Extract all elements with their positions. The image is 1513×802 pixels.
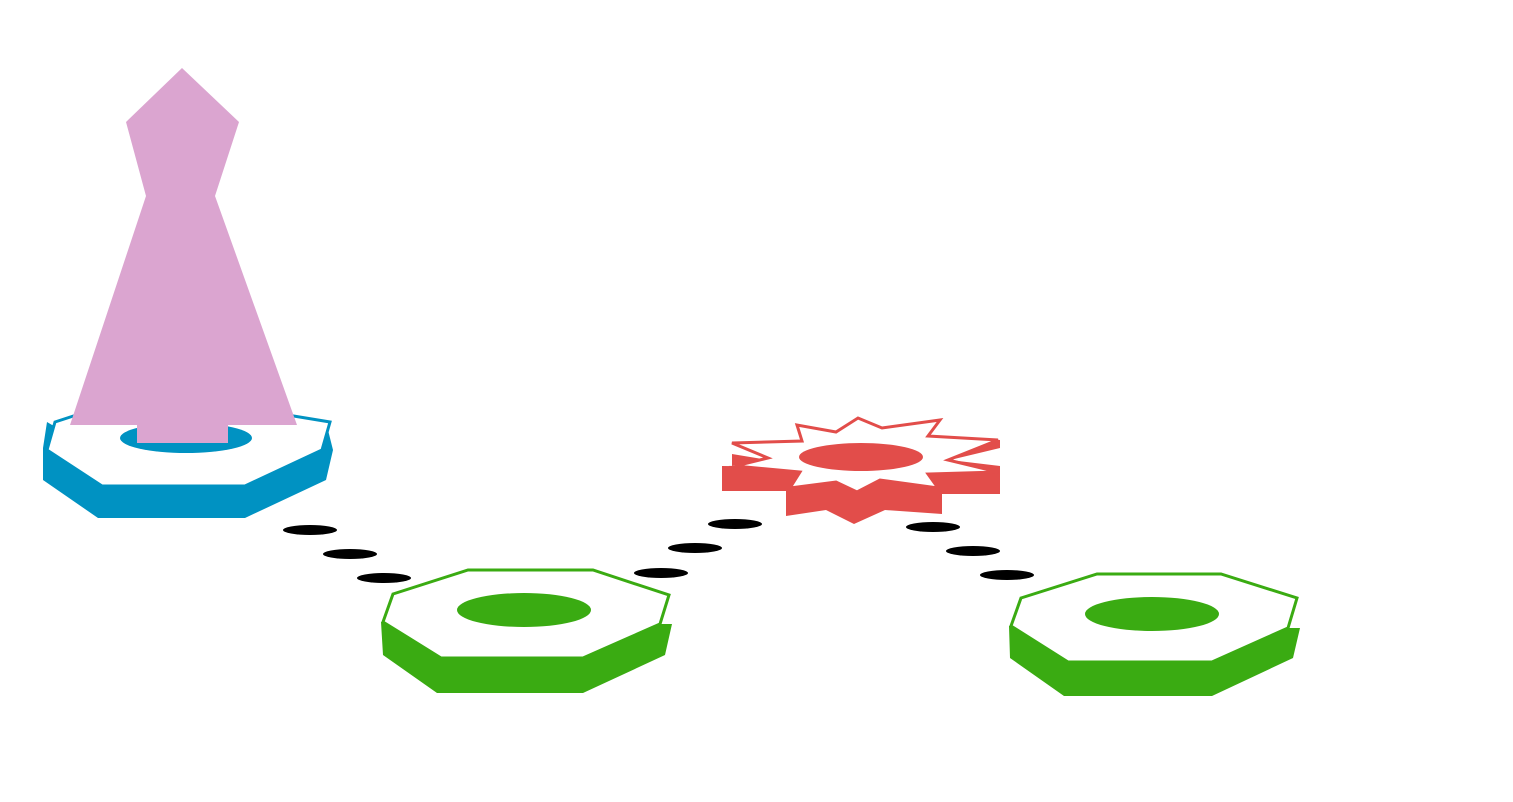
path-dot [323,549,377,559]
safe-tile-2[interactable] [381,568,672,693]
path-dot [357,573,411,583]
path-dots-1 [283,525,411,583]
path-dot [708,519,762,529]
safe-tile-4-side [1009,624,1300,696]
path-dots-3 [906,522,1034,580]
path-dot [980,570,1034,580]
safe-tile-2-center [457,593,591,627]
safe-tile-2-side [381,620,672,693]
path-dot [906,522,960,532]
player-pawn[interactable] [70,68,297,443]
path-dot [946,546,1000,556]
path-dot [283,525,337,535]
path-dots-2 [634,519,762,578]
hazard-tile[interactable] [722,416,1000,524]
path-dot [668,543,722,553]
path-dot [634,568,688,578]
hazard-tile-center [799,443,923,471]
pawn-icon [70,68,297,443]
safe-tile-4-center [1085,597,1219,631]
safe-tile-4[interactable] [1009,572,1300,696]
